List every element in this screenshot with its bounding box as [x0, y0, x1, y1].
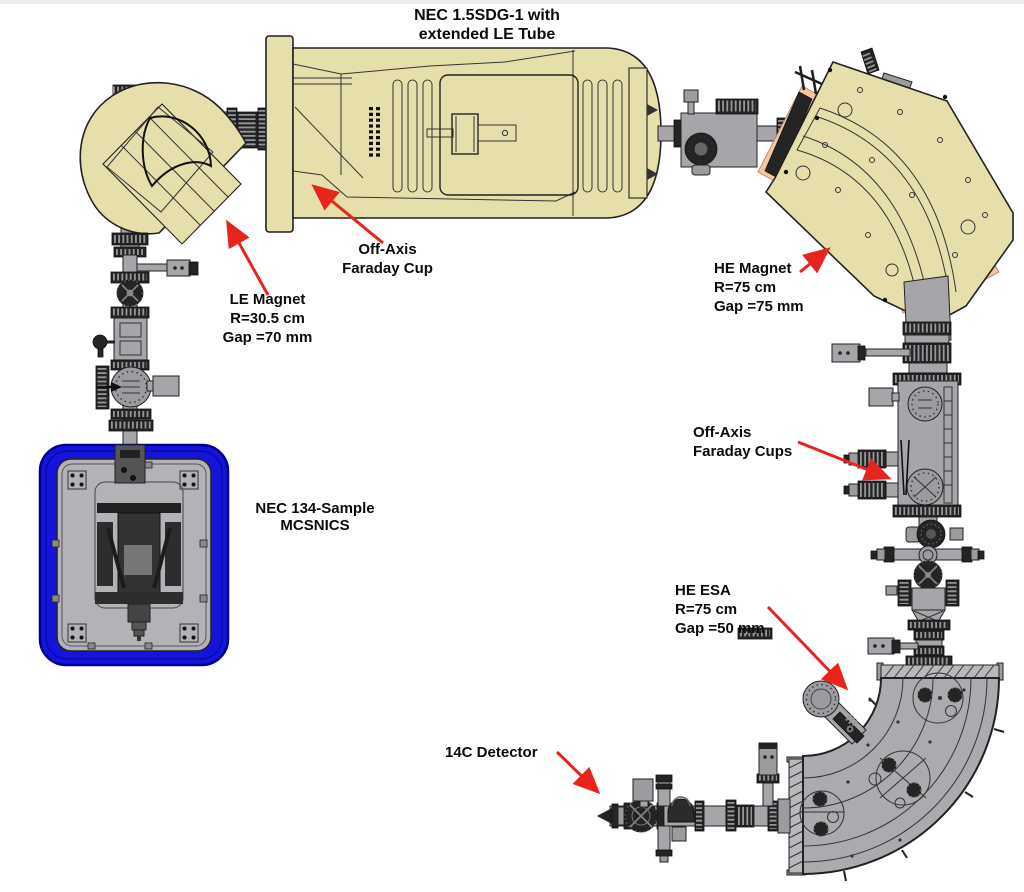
- esa-electrode-arcs: [802, 677, 988, 863]
- he-esa: [786, 662, 1005, 882]
- detector-gauge-box: [632, 778, 654, 802]
- tank-end-plate: [628, 67, 648, 199]
- callout-arrows: [226, 184, 892, 795]
- le-beamline: [92, 254, 199, 448]
- faraday-cups-arrow: [797, 440, 892, 481]
- esa-exit-flange: [788, 758, 804, 874]
- le-magnet-arrow: [226, 219, 270, 296]
- he-magnet-bolt-circles: [795, 102, 976, 277]
- probe-handle[interactable]: [831, 343, 861, 363]
- top-edge-strip: [0, 0, 1024, 4]
- label-off-axis-faraday-cup: Off-Axis Faraday Cup: [342, 241, 433, 277]
- esa-diagonal-port: [802, 680, 867, 745]
- diagram-title: NEC 1.5SDG-1 with extended LE Tube: [414, 7, 560, 43]
- terminal-shaft: [426, 128, 454, 138]
- valve-handle[interactable]: [867, 637, 895, 655]
- mcsnics-ion-source: [38, 443, 230, 667]
- he-magnet-arrow: [799, 247, 831, 274]
- le-magnet-pole-curve: [141, 115, 213, 188]
- cross-with-side-ports: [870, 545, 985, 565]
- mcsnics-mechanism: [95, 444, 183, 641]
- c14-detector-arrow: [555, 750, 601, 795]
- mcsnics-corner-plates: [67, 470, 199, 643]
- accelerator-tube-rings: [392, 79, 623, 193]
- le-chamber: [113, 317, 148, 361]
- faraday-cup-arrow: [311, 184, 384, 245]
- label-le-magnet: LE Magnet R=30.5 cm Gap =70 mm: [222, 291, 313, 346]
- le-magnet: [79, 81, 268, 258]
- detector-beamline: [597, 742, 791, 863]
- he-magnet-beam-channel: [796, 107, 957, 303]
- dome-valve: [667, 796, 695, 842]
- manipulator-handle[interactable]: [166, 259, 191, 277]
- valve-knob[interactable]: [683, 89, 699, 103]
- off-axis-faraday-cup-1: [843, 449, 899, 469]
- entrance-clamp-hardware: [794, 65, 823, 95]
- gate-valve: [911, 587, 946, 611]
- accelerator-tank: [265, 35, 662, 233]
- label-he-magnet: HE Magnet R=75 cm Gap =75 mm: [714, 260, 804, 315]
- label-off-axis-faraday-cups: Off-Axis Faraday Cups: [693, 424, 793, 460]
- chamber-viewport-upper: [907, 386, 943, 422]
- terminal-shell: [439, 74, 579, 196]
- ion-gauge: [756, 742, 780, 807]
- le-side-box: [152, 375, 180, 397]
- label-mcsnics: NEC 134-Sample MCSNICS: [255, 500, 375, 534]
- tank-left-flange: [265, 35, 294, 233]
- off-axis-faraday-cup-2: [843, 480, 899, 500]
- le-magnet-pole-extension: [102, 103, 242, 245]
- he-esa-arrow: [766, 605, 849, 691]
- actuator-box: [868, 387, 894, 407]
- esa-feedthrough-c: [799, 790, 845, 837]
- mcsnics-edge-bolts: [51, 461, 208, 650]
- label-c14-detector: 14C Detector: [445, 744, 538, 761]
- esa-feedthrough-b: [868, 750, 931, 809]
- label-he-esa: HE ESA R=75 cm Gap =50 mm: [675, 582, 765, 637]
- esa-feedthrough-a: [912, 672, 964, 724]
- side-valve-knob[interactable]: [92, 334, 108, 350]
